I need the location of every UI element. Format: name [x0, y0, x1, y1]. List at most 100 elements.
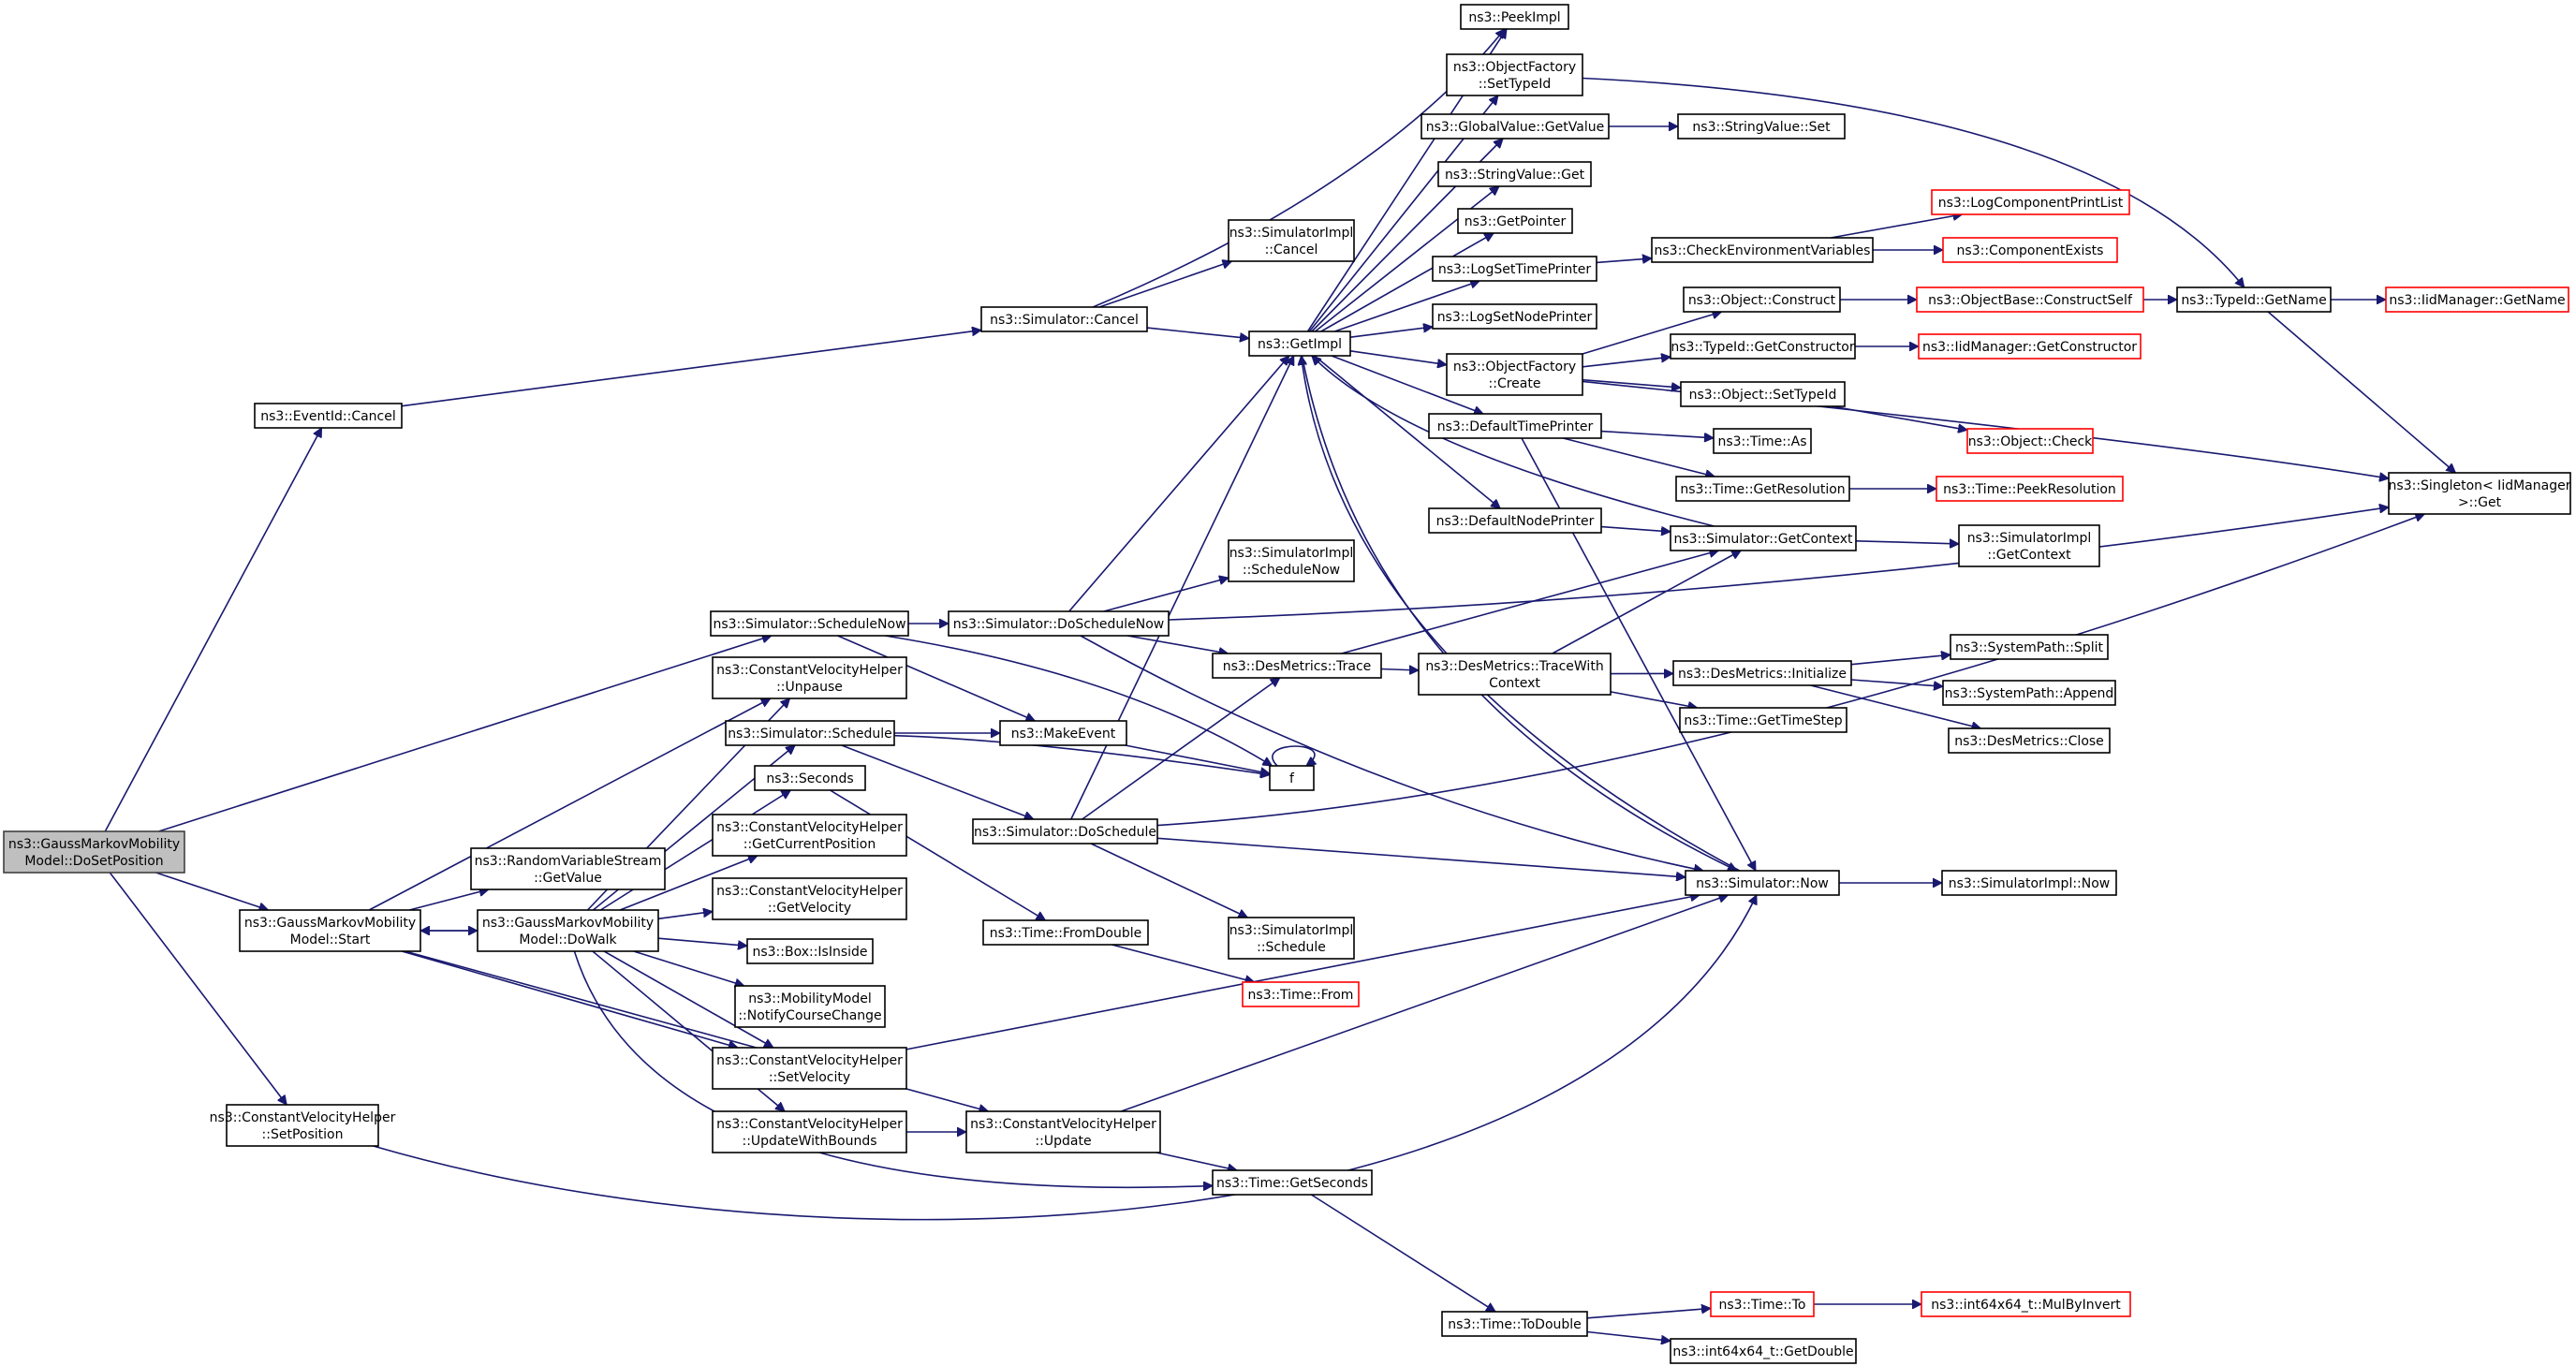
node-peekimpl[interactable]: ns3::PeekImpl — [1460, 4, 1569, 30]
node-systempath-split[interactable]: ns3::SystemPath::Split — [1950, 634, 2109, 660]
node-sim-schedule[interactable]: ns3::Simulator::Schedule — [725, 720, 895, 746]
node-label: ns3::GlobalValue::GetValue — [1426, 120, 1604, 135]
node-time-fromdouble[interactable]: ns3::Time::FromDouble — [982, 919, 1149, 946]
node-logcomponentprintlist[interactable]: ns3::LogComponentPrintList — [1931, 189, 2130, 215]
node-componentexists[interactable]: ns3::ComponentExists — [1942, 237, 2118, 263]
node-seconds[interactable]: ns3::Seconds — [754, 765, 866, 791]
node-time-from[interactable]: ns3::Time::From — [1242, 981, 1360, 1007]
node-iidmanager-getconstructor[interactable]: ns3::IidManager::GetConstructor — [1918, 333, 2142, 360]
node-label: ns3::MakeEvent — [1011, 727, 1116, 742]
node-systempath-append[interactable]: ns3::SystemPath::Append — [1942, 680, 2116, 706]
node-sim-now[interactable]: ns3::Simulator::Now — [1685, 870, 1840, 896]
node-cvh-getvelocity[interactable]: ns3::ConstantVelocityHelper::GetVelocity — [712, 877, 907, 920]
node-box — [1441, 1311, 1588, 1337]
node-cvh-getcurrentposition[interactable]: ns3::ConstantVelocityHelper::GetCurrentP… — [712, 814, 907, 857]
node-logsetnodeprinter[interactable]: ns3::LogSetNodePrinter — [1432, 303, 1597, 330]
node-cvh-update[interactable]: ns3::ConstantVelocityHelper::Update — [965, 1110, 1161, 1153]
node-time-gettimestep[interactable]: ns3::Time::GetTimeStep — [1679, 707, 1847, 733]
node-label: ns3::ObjectFactory — [1453, 60, 1576, 75]
call-edge-sim_cancel-to-simimpl_cancel — [1098, 261, 1232, 308]
node-getpointer[interactable]: ns3::GetPointer — [1457, 208, 1573, 234]
node-simimpl-now[interactable]: ns3::SimulatorImpl::Now — [1941, 870, 2117, 896]
node-cvh-setposition[interactable]: ns3::ConstantVelocityHelper::SetPosition — [210, 1104, 396, 1147]
node-box — [1950, 634, 2109, 660]
node-int64-mulbyinvert[interactable]: ns3::int64x64_t::MulByInvert — [1921, 1291, 2131, 1317]
node-typeid-getconstructor[interactable]: ns3::TypeId::GetConstructor — [1670, 333, 1856, 360]
node-simimpl-schedule[interactable]: ns3::SimulatorImpl::Schedule — [1228, 917, 1355, 960]
node-label: ns3::TypeId::GetName — [2181, 293, 2326, 308]
node-desmetrics-trace[interactable]: ns3::DesMetrics::Trace — [1212, 653, 1382, 679]
node-f[interactable]: f — [1269, 765, 1315, 791]
node-singleton-get[interactable]: ns3::Singleton< IidManager>::Get — [2388, 472, 2571, 515]
node-mm-notifycoursechange[interactable]: ns3::MobilityModel::NotifyCourseChange — [734, 985, 886, 1028]
node-time-to[interactable]: ns3::Time::To — [1710, 1291, 1815, 1317]
node-label: ns3::Singleton< IidManager — [2389, 478, 2571, 493]
node-defaultnodeprinter[interactable]: ns3::DefaultNodePrinter — [1428, 507, 1602, 534]
node-label: ns3::ConstantVelocityHelper — [716, 1053, 903, 1068]
node-of-settypeid[interactable]: ns3::ObjectFactory::SetTypeId — [1446, 53, 1583, 96]
node-box — [1248, 330, 1351, 357]
node-box — [972, 818, 1158, 845]
node-stringvalue-get[interactable]: ns3::StringValue::Get — [1437, 161, 1592, 187]
node-time-todouble[interactable]: ns3::Time::ToDouble — [1441, 1311, 1588, 1337]
node-makeevent[interactable]: ns3::MakeEvent — [999, 720, 1127, 746]
node-iidmanager-getname[interactable]: ns3::IidManager::GetName — [2385, 286, 2569, 313]
node-typeid-getname[interactable]: ns3::TypeId::GetName — [2176, 286, 2332, 313]
call-edge-gm_dowalk-to-cvh_getvelocity — [657, 912, 713, 920]
node-time-getseconds[interactable]: ns3::Time::GetSeconds — [1212, 1169, 1373, 1196]
node-cvh-updatewithbounds[interactable]: ns3::ConstantVelocityHelper::UpdateWithB… — [712, 1110, 907, 1153]
node-time-as[interactable]: ns3::Time::As — [1713, 428, 1812, 454]
node-label: ns3::SimulatorImpl — [1229, 226, 1354, 241]
node-simimpl-getcontext[interactable]: ns3::SimulatorImpl::GetContext — [1958, 524, 2100, 567]
node-sim-getcontext[interactable]: ns3::Simulator::GetContext — [1670, 525, 1857, 551]
node-label: ns3::Simulator::Now — [1696, 876, 1829, 891]
node-sim-doschedule[interactable]: ns3::Simulator::DoSchedule — [972, 818, 1158, 845]
node-object-check[interactable]: ns3::Object::Check — [1966, 428, 2094, 454]
node-sim-schedulenow[interactable]: ns3::Simulator::ScheduleNow — [710, 610, 909, 637]
node-label: ::SetVelocity — [769, 1070, 850, 1085]
node-object-construct[interactable]: ns3::Object::Construct — [1683, 286, 1841, 313]
node-box-isinside[interactable]: ns3::Box::IsInside — [746, 938, 874, 964]
node-defaulttimeprinter[interactable]: ns3::DefaultTimePrinter — [1428, 413, 1602, 439]
node-desmetrics-initialize[interactable]: ns3::DesMetrics::Initialize — [1672, 660, 1852, 686]
node-desmetrics-close[interactable]: ns3::DesMetrics::Close — [1948, 727, 2111, 754]
node-label: ::NotifyCourseChange — [738, 1008, 881, 1023]
call-edge-gm_start-to-cvh_setvelocity — [401, 950, 738, 1048]
node-box — [712, 877, 907, 920]
node-label: ns3::Time::From — [1248, 988, 1354, 1003]
node-cvh-unpause[interactable]: ns3::ConstantVelocityHelper::Unpause — [712, 656, 907, 699]
call-edge-gm_dowalk-to-mm_notifycoursechange — [633, 950, 744, 986]
call-edge-getimpl-to-defaulttimeprinter — [1331, 355, 1483, 414]
node-root[interactable]: ns3::GaussMarkovMobilityModel::DoSetPosi… — [3, 830, 185, 874]
node-simimpl-schedulenow[interactable]: ns3::SimulatorImpl::ScheduleNow — [1228, 539, 1355, 582]
node-label: ns3::ConstantVelocityHelper — [716, 884, 903, 899]
node-cvh-setvelocity[interactable]: ns3::ConstantVelocityHelper::SetVelocity — [712, 1047, 907, 1090]
node-label: ::Create — [1489, 376, 1541, 391]
node-of-create[interactable]: ns3::ObjectFactory::Create — [1446, 353, 1583, 396]
node-eventid-cancel[interactable]: ns3::EventId::Cancel — [254, 403, 403, 429]
node-box — [1242, 981, 1360, 1007]
node-label: ns3::Object::SetTypeId — [1689, 388, 1837, 403]
node-checkenvvars[interactable]: ns3::CheckEnvironmentVariables — [1651, 237, 1874, 263]
node-sim-cancel[interactable]: ns3::Simulator::Cancel — [980, 306, 1148, 332]
node-objectbase-constructself[interactable]: ns3::ObjectBase::ConstructSelf — [1916, 286, 2144, 313]
node-time-peekresolution[interactable]: ns3::Time::PeekResolution — [1936, 476, 2124, 502]
call-edge-f-self-loop — [1272, 745, 1315, 766]
node-logsettimeprinter[interactable]: ns3::LogSetTimePrinter — [1432, 256, 1597, 282]
node-gv-getvalue[interactable]: ns3::GlobalValue::GetValue — [1420, 113, 1610, 140]
node-label: ::Update — [1035, 1134, 1091, 1149]
node-label: Model::Start — [290, 933, 371, 947]
node-box — [1941, 870, 2117, 896]
node-rvs-getvalue[interactable]: ns3::RandomVariableStream::GetValue — [470, 847, 666, 890]
node-getimpl[interactable]: ns3::GetImpl — [1248, 330, 1351, 357]
node-object-settypeid[interactable]: ns3::Object::SetTypeId — [1680, 381, 1846, 407]
node-time-getresolution[interactable]: ns3::Time::GetResolution — [1675, 476, 1850, 502]
node-int64-getdouble[interactable]: ns3::int64x64_t::GetDouble — [1670, 1338, 1857, 1364]
call-edge-cvh_setposition-to-sim_now — [373, 895, 1757, 1221]
node-stringvalue-set[interactable]: ns3::StringValue::Set — [1677, 113, 1846, 140]
node-simimpl-cancel[interactable]: ns3::SimulatorImpl::Cancel — [1228, 219, 1355, 262]
node-sim-doschedulenow[interactable]: ns3::Simulator::DoScheduleNow — [948, 610, 1170, 637]
